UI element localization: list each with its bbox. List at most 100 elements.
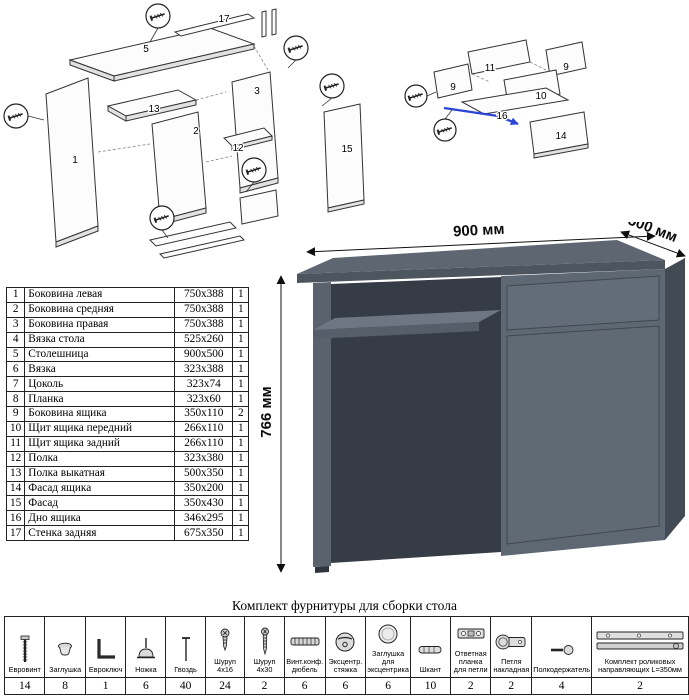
parts-cell-qty: 1 (232, 346, 250, 363)
part-number-labels: 11 9 9 10 16 14 (449, 61, 571, 144)
plug-cap-icon (46, 634, 83, 665)
parts-cell-num: 3 (5, 316, 26, 333)
part-shelf (223, 127, 273, 151)
overlay-hinge-icon (492, 626, 530, 657)
screw-4x16-icon (207, 626, 243, 657)
parts-cell-size: 323x380 (174, 450, 234, 467)
hardware-item-qty: 6 (365, 676, 411, 695)
hardware-item-qty: 6 (125, 676, 167, 695)
parts-cell-name: Фасад (24, 495, 176, 512)
part-number-label: 13 (148, 104, 160, 115)
parts-cell-qty: 1 (232, 495, 250, 512)
parts-cell-size: 266x110 (174, 435, 234, 452)
hardware-item: Эксцентр. стяжка (324, 616, 367, 678)
exploded-view-drawer: 11 9 9 10 16 14 (404, 39, 589, 159)
hardware-item-label: Ответная планка для петли (453, 649, 488, 675)
hardware-item-qty: 40 (165, 676, 206, 695)
hardware-item-qty: 4 (531, 676, 593, 695)
parts-cell-qty: 2 (232, 406, 250, 423)
parts-cell-name: Столешница (24, 346, 176, 363)
roller-guides-icon (593, 626, 687, 657)
hardware-item-label: Полкодержатель (533, 665, 591, 675)
hardware-item: Заглушка для эксцентрика (365, 616, 411, 678)
parts-cell-qty: 1 (232, 287, 250, 303)
dowel-icon (412, 634, 449, 665)
hardware-item: Шуруп 4x30 (244, 616, 285, 678)
hardware-item: Ответная планка для петли (449, 616, 492, 678)
eccentric-cam-icon (327, 626, 365, 657)
parts-cell-qty: 1 (232, 376, 250, 393)
parts-cell-qty: 1 (232, 301, 250, 318)
hardware-item: Ножка (125, 616, 167, 678)
parts-cell-num: 1 (5, 287, 26, 303)
parts-cell-name: Вязка стола (24, 331, 176, 348)
hardware-item-label: Комплект роликовых направляющих L=350мм (598, 657, 682, 675)
euro-screw-icon (6, 634, 43, 665)
parts-cell-qty: 1 (232, 525, 250, 542)
hardware-item-qty: 24 (204, 676, 246, 695)
parts-cell-num: 4 (5, 331, 26, 348)
hardware-item-label: Шуруп 4x30 (253, 657, 276, 675)
hardware-item-label: Винт.конф. дюбель (286, 657, 324, 675)
dowel-screw-icon (286, 626, 324, 657)
hardware-item-label: Ножка (135, 665, 157, 675)
part-facade (323, 103, 365, 213)
parts-cell-name: Вязка (24, 361, 176, 378)
hex-key-icon (87, 634, 125, 665)
part-number-label: 2 (193, 126, 199, 137)
parts-cell-qty: 1 (232, 435, 250, 452)
parts-cell-num: 15 (5, 495, 26, 512)
hardware-item-qty: 1 (84, 676, 127, 695)
parts-cell-name: Щит ящика задний (24, 435, 176, 452)
parts-cell-size: 323x60 (174, 391, 234, 408)
nail-icon (167, 634, 204, 665)
parts-cell-name: Стенка задняя (24, 525, 176, 542)
hardware-item-qty: 6 (324, 676, 367, 695)
hardware-item-qty: 2 (449, 676, 492, 695)
dim-width-label: 900 мм (453, 222, 505, 240)
hardware-item-qty: 10 (409, 676, 451, 695)
hardware-item: Заглушка (44, 616, 86, 678)
desk-door-front (506, 325, 660, 545)
part-number-label: 1 (72, 155, 78, 166)
parts-cell-qty: 1 (232, 331, 250, 348)
parts-cell-qty: 1 (232, 421, 250, 437)
parts-cell-size: 525x260 (174, 331, 234, 348)
part-number-labels: 17 5 3 13 2 12 1 15 (71, 13, 354, 168)
parts-cell-qty: 1 (232, 480, 250, 497)
part-number-label: 16 (496, 111, 508, 122)
drawer-parts (433, 39, 589, 159)
parts-cell-name: Планка (24, 391, 176, 408)
part-back-panel (173, 8, 277, 38)
parts-cell-size: 266x110 (174, 421, 234, 437)
hardware-item: Полкодержатель (531, 616, 593, 678)
parts-cell-qty: 1 (232, 391, 250, 408)
eccentric-cap-icon (367, 618, 409, 649)
part-number-label: 12 (232, 143, 244, 154)
parts-cell-size: 750x388 (174, 301, 234, 318)
part-number-label: 14 (555, 131, 567, 142)
slide-direction-arrow (443, 106, 519, 126)
hinge-plate-icon (452, 618, 489, 649)
parts-cell-num: 7 (5, 376, 26, 393)
screw-detail-callouts (3, 3, 345, 239)
hardware-item-qty: 14 (3, 676, 46, 695)
hardware-item: Евроключ (84, 616, 127, 678)
parts-cell-name: Боковина правая (24, 316, 176, 333)
part-left-side-panel (45, 77, 99, 248)
parts-cell-size: 350x110 (174, 406, 234, 423)
hardware-item-qty: 2 (591, 676, 689, 695)
hardware-item: Винт.конф. дюбель (283, 616, 326, 678)
part-number-label: 17 (218, 14, 230, 25)
